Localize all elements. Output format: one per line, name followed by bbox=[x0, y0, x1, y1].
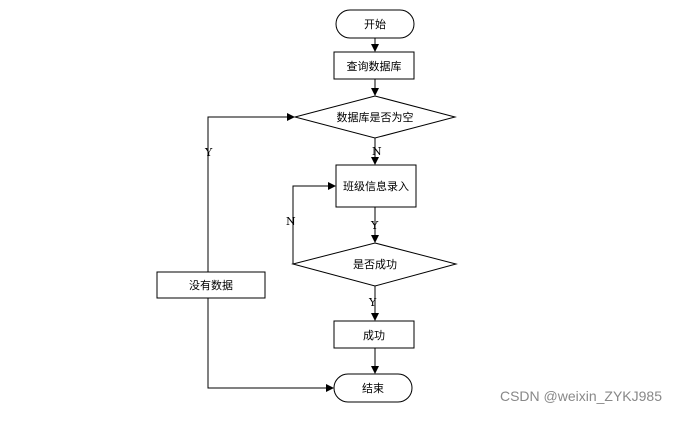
success-box bbox=[333, 320, 415, 349]
class-entry-box bbox=[335, 164, 417, 208]
is-success-label: 是否成功 bbox=[353, 258, 397, 271]
query-db-box bbox=[333, 51, 415, 80]
end-terminal bbox=[333, 373, 413, 403]
no-data-label: 没有数据 bbox=[189, 278, 233, 292]
edge-fail-loop bbox=[292, 182, 336, 264]
edge-empty-yes-loop bbox=[207, 113, 295, 272]
edge-fail-no-label: N bbox=[286, 215, 296, 228]
query-db-label: 查询数据库 bbox=[347, 59, 402, 73]
db-empty-label: 数据库是否为空 bbox=[337, 110, 414, 124]
class-entry-label: 班级信息录入 bbox=[343, 179, 409, 193]
watermark: CSDN @weixin_ZYKJ985 bbox=[500, 388, 662, 404]
edge-nodata-end bbox=[207, 298, 334, 392]
start-label: 开始 bbox=[364, 17, 386, 31]
edge-entry-yes-label: Y bbox=[370, 219, 379, 232]
edge-empty-no-label: N bbox=[372, 145, 382, 158]
end-label: 结束 bbox=[362, 382, 384, 395]
success-label: 成功 bbox=[363, 329, 385, 342]
no-data-box bbox=[156, 271, 266, 299]
edge-success-yes-label: Y bbox=[368, 296, 377, 309]
edge-empty-yes-label: Y bbox=[204, 146, 213, 159]
